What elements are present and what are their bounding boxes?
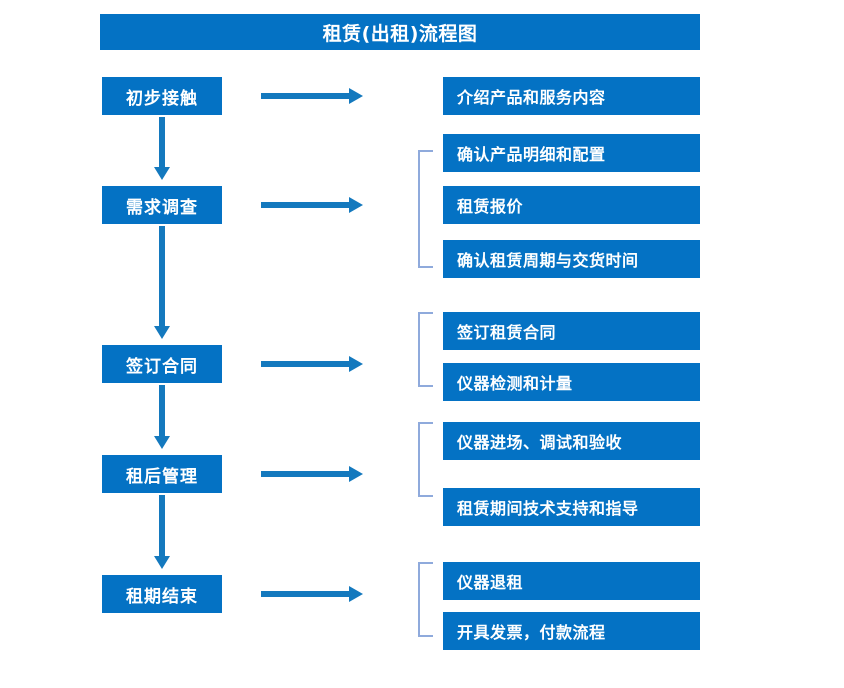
detail-box-签订租赁合同[interactable]: 签订租赁合同: [443, 312, 700, 350]
arrow-down-stage1-to-stage2: [150, 117, 174, 182]
detail-box-仪器退租[interactable]: 仪器退租: [443, 562, 700, 600]
arrow-right-stage4-to-details: [261, 463, 365, 485]
group-bracket-stage3: [417, 312, 435, 387]
stage-box-签订合同[interactable]: 签订合同: [102, 345, 222, 383]
arrow-down-stage3-to-stage4: [150, 385, 174, 451]
detail-box-开具发票付款流程[interactable]: 开具发票，付款流程: [443, 612, 700, 650]
arrow-down-stage4-to-stage5: [150, 495, 174, 571]
detail-box-仪器进场调试和验收[interactable]: 仪器进场、调试和验收: [443, 422, 700, 460]
detail-box-租赁报价[interactable]: 租赁报价: [443, 186, 700, 224]
stage-box-租期结束[interactable]: 租期结束: [102, 575, 222, 613]
detail-box-确认租赁周期与交货时间[interactable]: 确认租赁周期与交货时间: [443, 240, 700, 278]
stage-box-初步接触[interactable]: 初步接触: [102, 77, 222, 115]
detail-box-租赁期间技术支持和指导[interactable]: 租赁期间技术支持和指导: [443, 488, 700, 526]
arrow-down-stage2-to-stage3: [150, 226, 174, 341]
group-bracket-stage4: [417, 422, 435, 497]
arrow-right-stage5-to-details: [261, 583, 365, 605]
detail-box-仪器检测和计量[interactable]: 仪器检测和计量: [443, 363, 700, 401]
diagram-title: 租赁(出租)流程图: [100, 14, 700, 50]
stage-box-需求调查[interactable]: 需求调查: [102, 186, 222, 224]
arrow-right-stage3-to-details: [261, 353, 365, 375]
group-bracket-stage5: [417, 562, 435, 637]
arrow-right-stage2-to-details: [261, 194, 365, 216]
detail-box-确认产品明细和配置[interactable]: 确认产品明细和配置: [443, 134, 700, 172]
arrow-right-stage1-to-details: [261, 85, 365, 107]
stage-box-租后管理[interactable]: 租后管理: [102, 455, 222, 493]
detail-box-介绍产品和服务内容[interactable]: 介绍产品和服务内容: [443, 77, 700, 115]
group-bracket-stage2: [417, 150, 435, 268]
